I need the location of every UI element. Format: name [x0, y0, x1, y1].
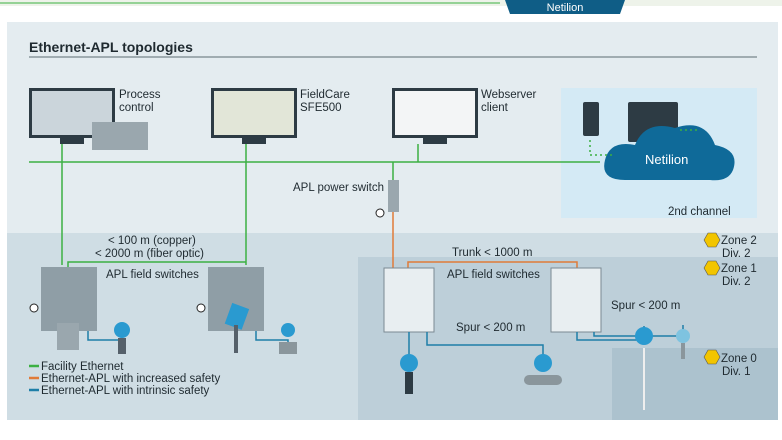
radar-level-icon: [635, 327, 653, 345]
level-sensor-icon: [224, 302, 250, 330]
cloud-icon: [604, 125, 735, 181]
spur-label: Spur < 200 m: [611, 300, 680, 312]
ex-icon: [703, 260, 721, 276]
ex-icon: [703, 232, 721, 248]
coriolis-flowmeter-icon: [534, 354, 552, 372]
zone0-area: [612, 348, 778, 420]
power-icon: [196, 303, 206, 313]
temperature-transmitter-icon: [676, 329, 690, 343]
svg-text:Zone 1: Zone 1: [721, 263, 757, 275]
diagram-title: Ethernet-APL topologies: [29, 39, 193, 55]
field-switches-label: APL field switches: [106, 269, 199, 281]
host-label: control: [119, 102, 154, 114]
controller-icon: [92, 122, 148, 150]
display-device: [57, 323, 79, 350]
legend-item: Ethernet-APL with increased safety: [41, 373, 220, 385]
process-control-monitor: [29, 88, 148, 150]
host-label: Webserver: [481, 89, 537, 101]
apl-field-switch: [550, 267, 602, 333]
svg-text:Div. 1: Div. 1: [722, 366, 751, 378]
field-devices: [57, 302, 690, 410]
fiber-distance: < 2000 m (fiber optic): [95, 248, 204, 260]
apl-power-switch: [388, 180, 399, 212]
power-icon: [375, 208, 385, 218]
trunk-line: [407, 261, 578, 268]
trunk-label: Trunk < 1000 m: [452, 247, 532, 259]
host-label: client: [481, 102, 509, 114]
pressure-transmitter-icon: [400, 354, 418, 372]
top-tab-label: Netilion: [547, 2, 584, 14]
host-label: FieldCare: [300, 89, 350, 101]
spur-label: Spur < 200 m: [456, 322, 525, 334]
legend: Facility Ethernet Ethernet-APL with incr…: [29, 361, 220, 397]
flowmeter-icon: [281, 323, 295, 337]
cloud-label: Netilion: [645, 152, 688, 167]
svg-text:Div. 2: Div. 2: [722, 248, 751, 260]
transmitter-icon: [114, 322, 130, 338]
power-icon: [29, 303, 39, 313]
apl-field-switch: [383, 267, 435, 333]
second-channel-label: 2nd channel: [668, 206, 731, 218]
svg-text:Zone 2: Zone 2: [721, 235, 757, 247]
svg-text:Zone 0: Zone 0: [721, 353, 757, 365]
ex-icon: [703, 349, 721, 365]
legend-item: Ethernet-APL with intrinsic safety: [41, 385, 210, 397]
copper-distance: < 100 m (copper): [108, 235, 196, 247]
host-label: SFE500: [300, 102, 342, 114]
fieldcare-monitor: [211, 88, 297, 144]
phone-icon: [583, 102, 599, 136]
netilion-top-tab[interactable]: [505, 0, 625, 14]
facility-ethernet-lines: [29, 144, 600, 282]
svg-text:Div. 2: Div. 2: [722, 276, 751, 288]
host-label: Process: [119, 89, 161, 101]
field-switches-label: APL field switches: [447, 269, 540, 281]
apl-field-switch: [41, 267, 97, 331]
power-switch-label: APL power switch: [293, 182, 384, 194]
webserver-monitor: [392, 88, 478, 144]
legend-item: Facility Ethernet: [41, 361, 124, 373]
